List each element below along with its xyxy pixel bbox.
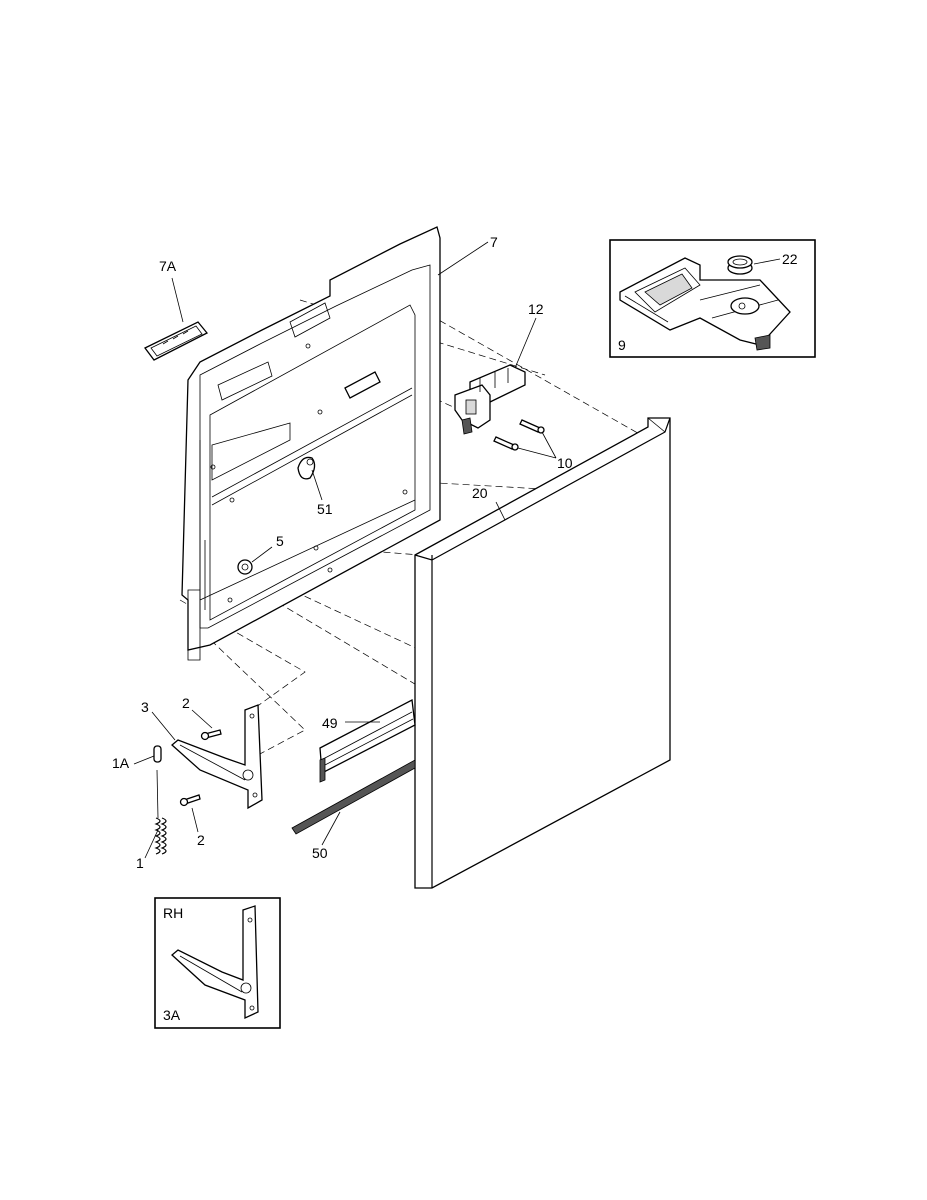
leader-12 <box>514 317 537 369</box>
callout-10: 10 <box>557 455 573 471</box>
callout-7A: 7A <box>159 258 177 274</box>
part-49-vent-trim[interactable] <box>319 698 416 783</box>
part-7-inner-door-frame[interactable] <box>181 226 441 661</box>
leader-7A <box>171 277 184 323</box>
part-3-door-hinge-arm[interactable] <box>171 704 263 810</box>
leader-3 <box>151 711 176 741</box>
callout-50: 50 <box>312 845 328 861</box>
inset-box-rh-hinge <box>154 897 281 1029</box>
callout-3A: 3A <box>163 1007 181 1023</box>
part-1A-hinge-link[interactable] <box>153 745 162 763</box>
part-22-rinse-aid-cap[interactable] <box>727 255 753 275</box>
part-10-screws[interactable] <box>493 419 545 451</box>
callout-rh: RH <box>163 905 183 921</box>
callout-2-upper: 2 <box>182 695 190 711</box>
part-3A-door-hinge-arm-rh[interactable] <box>171 905 259 1020</box>
part-7A-label-pad[interactable] <box>144 321 209 361</box>
leader-51 <box>311 469 323 501</box>
leader-10 <box>517 431 557 459</box>
leader-1 <box>144 829 159 859</box>
leader-1A <box>133 755 155 765</box>
part-1-door-spring[interactable] <box>154 769 167 855</box>
callout-5: 5 <box>276 533 284 549</box>
leader-7 <box>437 241 489 276</box>
part-20-outer-door-panel[interactable] <box>414 417 671 889</box>
leader-50 <box>321 811 341 846</box>
leader-2-lower <box>191 807 199 833</box>
leader-2-upper <box>191 709 213 729</box>
callout-49: 49 <box>322 715 338 731</box>
part-12-door-latch[interactable] <box>454 364 526 435</box>
callout-2-lower: 2 <box>197 832 205 848</box>
part-51-clip[interactable] <box>297 456 316 480</box>
inset-box-dispenser <box>609 239 816 358</box>
leader-20 <box>495 501 506 521</box>
part-5-nut[interactable] <box>237 559 253 575</box>
callout-1A: 1A <box>112 755 130 771</box>
callout-22: 22 <box>782 251 798 267</box>
callout-1: 1 <box>136 855 144 871</box>
callout-9: 9 <box>618 337 626 353</box>
part-2-hinge-screw-lower[interactable] <box>179 794 201 807</box>
callout-7: 7 <box>490 234 498 250</box>
part-50-bottom-gasket[interactable] <box>291 759 416 835</box>
callout-3: 3 <box>141 699 149 715</box>
leader-5 <box>251 546 273 563</box>
callout-51: 51 <box>317 501 333 517</box>
leader-22 <box>753 258 781 265</box>
callout-20: 20 <box>472 485 488 501</box>
part-2-hinge-screw-upper[interactable] <box>200 729 222 741</box>
part-9-detergent-dispenser[interactable] <box>619 257 791 351</box>
callout-12: 12 <box>528 301 544 317</box>
